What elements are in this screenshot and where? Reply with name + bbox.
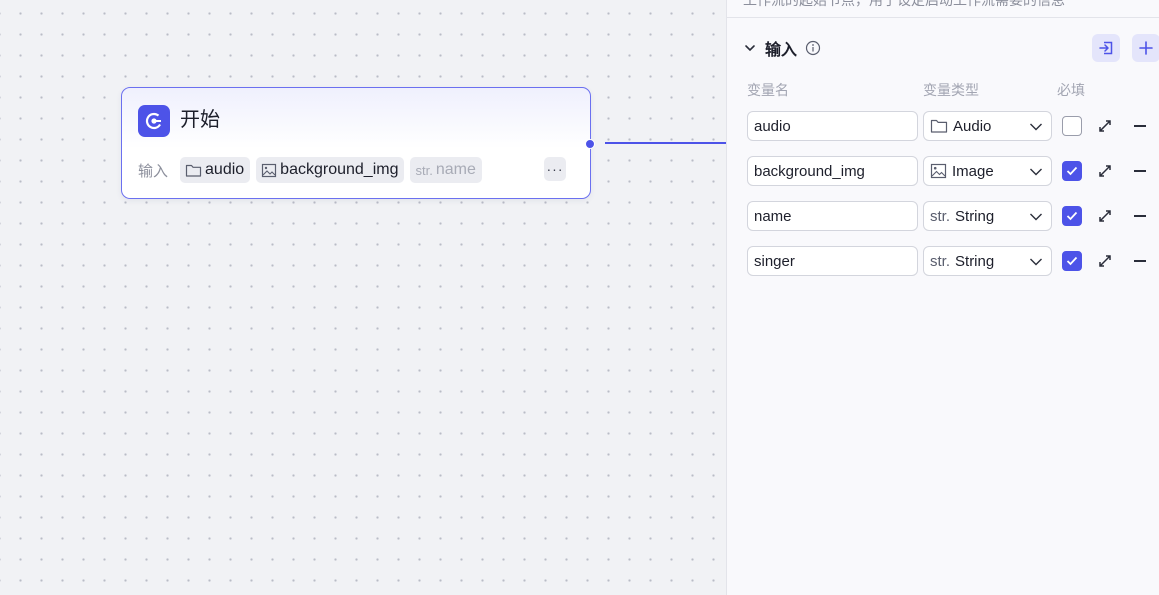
input-chip-name: str. name <box>410 157 482 183</box>
image-icon <box>930 163 947 179</box>
variable-type-label: String <box>955 207 995 225</box>
connection-edge[interactable] <box>605 142 726 144</box>
panel-divider <box>727 17 1159 18</box>
variable-name-input[interactable] <box>747 246 918 276</box>
variable-type-select[interactable]: str. String <box>923 201 1052 231</box>
start-node[interactable]: 开始 输入 audio background_img str. name <box>121 87 591 199</box>
input-section-header[interactable]: 输入 <box>743 36 821 60</box>
start-node-icon <box>138 105 170 137</box>
variable-type-label: String <box>955 252 995 270</box>
plus-icon <box>1139 41 1153 55</box>
variable-type-select[interactable]: str. String <box>923 246 1052 276</box>
variable-row: str. String <box>747 201 1152 231</box>
chip-label: background_img <box>280 161 399 178</box>
chip-label: audio <box>205 161 245 178</box>
import-icon <box>1099 41 1113 55</box>
image-icon <box>262 163 277 177</box>
remove-variable-button[interactable] <box>1134 260 1146 262</box>
node-config-panel: 工作流的起始节点，用于设定启动工作流需要的信息 输入 变量名 变量类型 必填 <box>726 0 1159 595</box>
node-title: 开始 <box>180 109 220 131</box>
expand-icon[interactable] <box>1097 163 1113 179</box>
remove-variable-button[interactable] <box>1134 215 1146 217</box>
chip-label: name <box>435 161 476 178</box>
required-checkbox[interactable] <box>1062 161 1082 181</box>
input-section-title: 输入 <box>765 42 798 59</box>
variable-type-select[interactable]: Audio <box>923 111 1052 141</box>
variable-type-select[interactable]: Image <box>923 156 1052 186</box>
input-chip-audio: audio <box>180 157 251 183</box>
add-variable-button[interactable] <box>1132 34 1159 62</box>
str-type-icon: str. <box>930 207 951 225</box>
expand-icon[interactable] <box>1097 253 1113 269</box>
column-header-type: 变量类型 <box>923 82 979 98</box>
expand-icon[interactable] <box>1097 208 1113 224</box>
panel-description: 工作流的起始节点，用于设定启动工作流需要的信息 <box>743 0 1065 8</box>
required-checkbox[interactable] <box>1062 251 1082 271</box>
node-input-row: 输入 audio background_img str. name <box>138 157 574 183</box>
info-icon[interactable] <box>805 40 821 56</box>
input-chip-background-img: background_img <box>256 157 405 183</box>
variable-name-input[interactable] <box>747 111 918 141</box>
variable-row: Image <box>747 156 1152 186</box>
chevron-down-icon <box>1030 123 1042 131</box>
check-icon <box>1066 166 1078 176</box>
variable-name-input[interactable] <box>747 201 918 231</box>
column-header-required: 必填 <box>1057 82 1085 98</box>
str-type-icon: str. <box>930 252 951 270</box>
variable-type-label: Image <box>952 162 994 180</box>
node-input-label: 输入 <box>138 162 169 180</box>
workflow-canvas[interactable]: 开始 输入 audio background_img str. name <box>0 0 726 595</box>
expand-icon[interactable] <box>1097 118 1113 134</box>
folder-icon <box>185 164 202 177</box>
str-type-icon: str. <box>415 162 433 178</box>
chevron-down-icon[interactable] <box>743 41 757 55</box>
chevron-down-icon <box>1030 258 1042 266</box>
import-button[interactable] <box>1092 34 1120 62</box>
required-checkbox[interactable] <box>1062 116 1082 136</box>
chevron-down-icon <box>1030 168 1042 176</box>
remove-variable-button[interactable] <box>1134 170 1146 172</box>
variable-name-input[interactable] <box>747 156 918 186</box>
variable-type-label: Audio <box>953 117 992 135</box>
variable-row: Audio <box>747 111 1152 141</box>
folder-icon <box>930 119 948 133</box>
check-icon <box>1066 256 1078 266</box>
chevron-down-icon <box>1030 213 1042 221</box>
variable-row: str. String <box>747 246 1152 276</box>
remove-variable-button[interactable] <box>1134 125 1146 127</box>
more-inputs-button[interactable]: ··· <box>544 157 566 181</box>
check-icon <box>1066 211 1078 221</box>
required-checkbox[interactable] <box>1062 206 1082 226</box>
column-header-name: 变量名 <box>747 82 789 98</box>
node-output-handle[interactable] <box>585 139 595 149</box>
